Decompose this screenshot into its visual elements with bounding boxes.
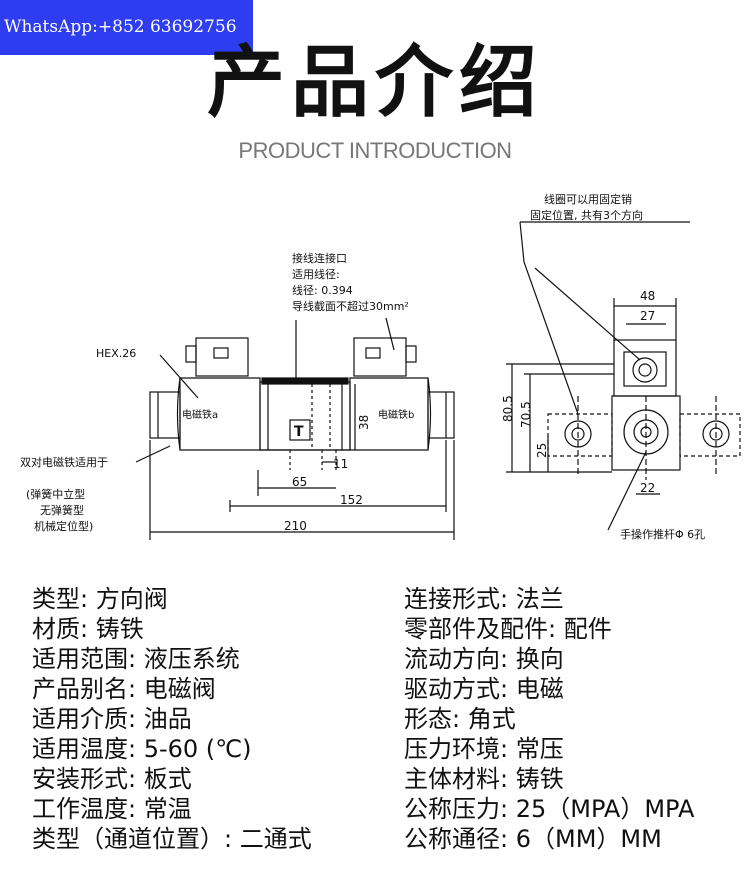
specs-right-list: 连接形式: 法兰 零部件及配件: 配件 流动方向: 换向 驱动方式: 电磁 形态… <box>404 584 694 854</box>
spec-item: 流动方向: 换向 <box>404 645 564 673</box>
t-mark-box <box>289 419 311 441</box>
coil-note-2: 固定位置, 共有3个方向 <box>530 208 643 222</box>
spec-item: 连接形式: 法兰 <box>404 585 564 613</box>
spec-item: 压力环境: 常压 <box>404 735 564 763</box>
spec-item: 工作温度: 常温 <box>32 795 192 823</box>
whatsapp-watermark: WhatsApp:+852 63692756 <box>0 0 253 55</box>
spec-item: 公称通径: 6（MM）MM <box>404 825 662 853</box>
dim-25: 25 <box>535 443 549 458</box>
spec-item: 产品别名: 电磁阀 <box>32 675 216 703</box>
page-title: 产品介绍 <box>206 38 543 128</box>
dim-11: 11 <box>333 457 348 471</box>
spec-item: 安装形式: 板式 <box>32 765 192 793</box>
coil-note-1: 线圈可以用固定销 <box>544 192 632 206</box>
spec-item: 零部件及配件: 配件 <box>404 615 612 643</box>
left-connector-box <box>195 337 249 377</box>
dim-38: 38 <box>357 415 371 430</box>
wiring-note-3: 线径: 0.394 <box>292 283 353 297</box>
wiring-note-4: 导线截面不超过30mm² <box>292 299 409 313</box>
manual-note: 手操作推杆Φ 6孔 <box>620 527 705 541</box>
double-note-3: 无弹簧型 <box>40 503 84 517</box>
dim-22: 22 <box>640 481 655 495</box>
wiring-note-2: 适用线径: <box>292 267 340 281</box>
dim-152: 152 <box>340 493 363 507</box>
spec-item: 公称压力: 25（MPA）MPA <box>404 795 695 823</box>
solenoid-b-label: 电磁铁b <box>378 408 414 421</box>
solenoid-a-label: 电磁铁a <box>182 408 218 421</box>
dim-48: 48 <box>640 289 655 303</box>
spec-item: 适用范围: 液压系统 <box>32 645 240 673</box>
t-mark: T <box>294 424 304 440</box>
spec-item: 材质: 铸铁 <box>32 615 144 643</box>
hex-label: HEX.26 <box>96 347 136 360</box>
double-note-2: (弹簧中立型 <box>26 487 85 501</box>
spec-item: 类型（通道位置）: 二通式 <box>32 825 312 853</box>
spec-item: 类型: 方向阀 <box>32 585 168 613</box>
end-view-connector <box>613 339 677 397</box>
dim-70-5: 70.5 <box>519 401 533 428</box>
spec-item: 适用介质: 油品 <box>32 705 192 733</box>
spec-item: 形态: 角式 <box>404 705 516 733</box>
spec-item: 驱动方式: 电磁 <box>404 675 564 703</box>
dim-65: 65 <box>292 475 307 489</box>
spec-item: 适用温度: 5-60 (℃) <box>32 735 252 763</box>
page-subtitle: PRODUCT INTRODUCTION <box>238 138 512 163</box>
spec-item: 主体材料: 铸铁 <box>404 765 564 793</box>
double-note-1: 双对电磁铁适用于 <box>20 455 108 469</box>
dim-27: 27 <box>640 309 655 323</box>
dim-210: 210 <box>284 519 307 533</box>
specs-left-list: 类型: 方向阀 材质: 铸铁 适用范围: 液压系统 产品别名: 电磁阀 适用介质… <box>32 584 312 854</box>
wiring-note-1: 接线连接口 <box>292 251 347 265</box>
double-note-4: 机械定位型) <box>34 519 93 533</box>
valve-technical-drawing: 接线连接口 适用线径: 线径: 0.394 导线截面不超过30mm² 线圈可以用… <box>20 192 741 541</box>
dim-80-5: 80.5 <box>501 395 515 422</box>
